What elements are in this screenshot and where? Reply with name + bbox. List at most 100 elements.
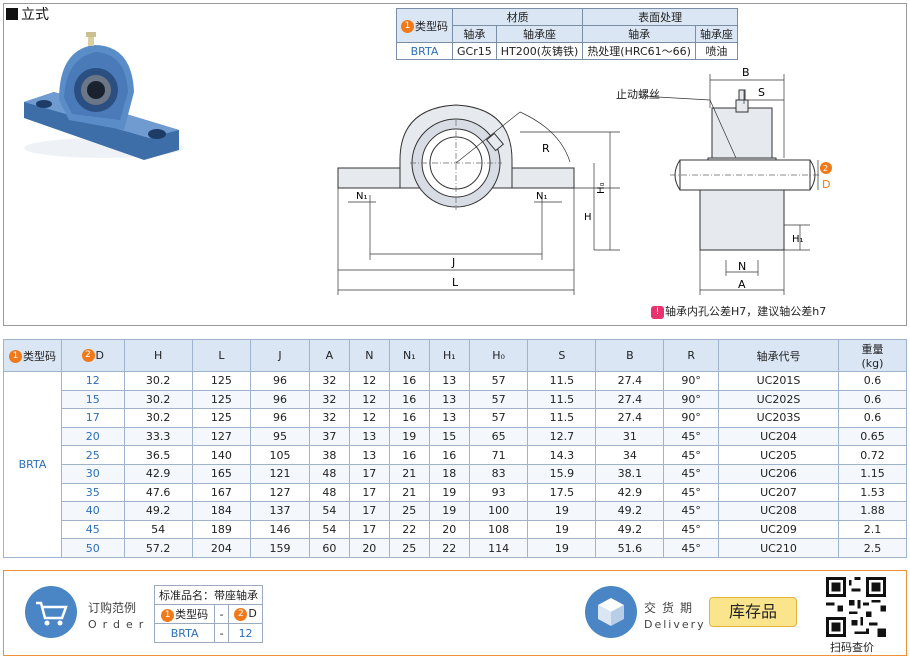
table-cell: 57.2 <box>123 538 193 558</box>
table-cell: 13 <box>348 426 390 447</box>
label-A: A <box>738 278 746 291</box>
table-cell: 49.2 <box>123 501 193 521</box>
table-cell: 25 <box>388 538 430 558</box>
square-bullet-icon <box>6 8 18 20</box>
th-R: R <box>663 339 719 372</box>
table-cell: 127 <box>191 426 252 447</box>
table-cell: 12.7 <box>527 426 597 447</box>
table-cell: 146 <box>250 519 310 540</box>
table-cell: 49.2 <box>595 519 665 540</box>
table-cell: 65 <box>468 426 529 447</box>
table-cell: 108 <box>468 519 529 540</box>
side-view-drawing: B S 2 D H₁ N A <box>640 66 832 295</box>
table-cell: 204 <box>191 538 252 558</box>
table-cell: 48 <box>308 463 350 484</box>
table-cell: 125 <box>191 408 252 428</box>
table-cell: 57 <box>468 408 529 428</box>
svg-text:D: D <box>822 178 830 191</box>
table-cell: 50 <box>61 538 125 558</box>
header-surface: 表面处理 <box>582 8 738 26</box>
table-cell: 140 <box>191 445 252 465</box>
th-S: S <box>527 339 597 372</box>
table-cell: 19 <box>428 501 470 521</box>
table-cell: 60 <box>308 538 350 558</box>
table-cell: 15.9 <box>527 463 597 484</box>
table-cell: 21 <box>388 463 430 484</box>
table-cell: 45° <box>663 519 719 540</box>
table-cell: 114 <box>468 538 529 558</box>
table-cell: 31 <box>595 426 665 447</box>
label-N1-right: N₁ <box>536 191 548 202</box>
shopping-cart-icon <box>25 586 77 638</box>
table-cell: 15 <box>61 389 125 410</box>
table-cell: 13 <box>428 389 470 410</box>
table-cell: 19 <box>527 538 597 558</box>
qr-code-icon[interactable] <box>826 577 886 637</box>
table-cell: 0.6 <box>837 389 908 410</box>
sub-bearing: 轴承 <box>452 25 497 43</box>
table-cell: 17 <box>348 501 390 521</box>
table-cell: 30.2 <box>123 389 193 410</box>
label-B: B <box>742 66 750 79</box>
table-cell: 13 <box>348 445 390 465</box>
table-cell: 57 <box>468 371 529 391</box>
table-cell: 184 <box>191 501 252 521</box>
table-cell: 25 <box>388 501 430 521</box>
table-cell: 22 <box>388 519 430 540</box>
sub-housing-surface: 轴承座 <box>694 25 738 43</box>
ov-code: BRTA <box>153 623 216 643</box>
table-cell: 57 <box>468 389 529 410</box>
badge-2-icon: 2 <box>234 607 248 621</box>
table-cell: 16 <box>388 389 430 410</box>
table-cell: 45° <box>663 463 719 484</box>
delivery-title: 交货期 Delivery <box>644 601 706 631</box>
table-cell: 54 <box>308 519 350 540</box>
row-bearing-material: GCr15 <box>452 42 497 60</box>
table-cell: 20 <box>348 538 390 558</box>
table-cell: 38 <box>308 445 350 465</box>
table-cell: 30 <box>61 463 125 484</box>
table-cell: 90° <box>663 371 719 391</box>
table-cell: 0.72 <box>837 445 908 465</box>
table-cell: 2.5 <box>837 538 908 558</box>
oc-dash: - <box>214 604 230 624</box>
table-cell: 21 <box>388 482 430 503</box>
table-cell: 27.4 <box>595 389 665 410</box>
table-cell: UC207 <box>718 482 839 503</box>
table-cell: 34 <box>595 445 665 465</box>
label-D: 2 D <box>820 162 832 191</box>
std-name: 标准品名：带座轴承 <box>154 585 263 605</box>
th-H: H <box>123 339 193 372</box>
table-cell: 0.6 <box>837 371 908 391</box>
label-H1: H₁ <box>792 234 804 245</box>
row-housing-material: HT200(灰铸铁) <box>495 42 584 60</box>
table-cell: 45° <box>663 445 719 465</box>
row-housing-surface: 喷油 <box>694 42 738 60</box>
table-cell: 100 <box>468 501 529 521</box>
table-cell: 30.2 <box>123 408 193 428</box>
table-cell: 48 <box>308 482 350 503</box>
table-cell: 1.53 <box>837 482 908 503</box>
table-cell: 105 <box>250 445 310 465</box>
table-cell: 25 <box>61 445 125 465</box>
table-cell: 35 <box>61 482 125 503</box>
table-cell: 96 <box>250 389 310 410</box>
table-cell: 189 <box>191 519 252 540</box>
table-cell: 45° <box>663 482 719 503</box>
table-cell: 121 <box>250 463 310 484</box>
front-view-drawing: R N₁ N₁ H₀ H J L <box>337 104 620 295</box>
table-cell: 20 <box>61 426 125 447</box>
table-cell: 1.15 <box>837 463 908 484</box>
table-cell: 125 <box>191 371 252 391</box>
table-cell: 71 <box>468 445 529 465</box>
table-cell: 1.88 <box>837 501 908 521</box>
badge-1-icon: 1 <box>161 608 175 622</box>
table-cell: 20 <box>428 519 470 540</box>
